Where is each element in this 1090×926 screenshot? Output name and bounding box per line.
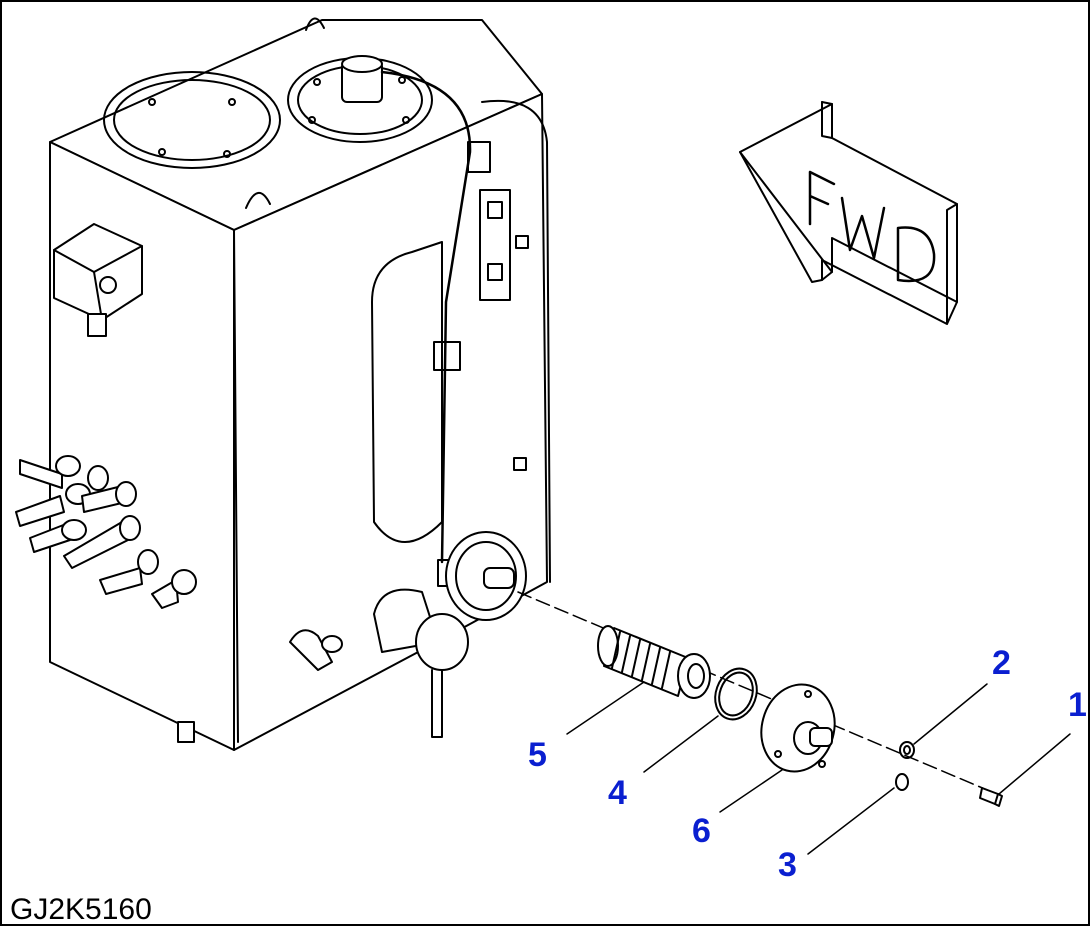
callout-5: 5 <box>528 736 547 774</box>
filter-element <box>597 625 711 699</box>
bolt <box>979 787 1003 807</box>
drawing-code: GJ2K5160 <box>10 893 152 926</box>
suction-pipe <box>415 613 469 671</box>
tank-cover-left <box>103 71 281 169</box>
front-fittings <box>15 455 197 609</box>
lifting-hook <box>305 17 325 31</box>
callout-2: 2 <box>992 644 1011 682</box>
o-ring-small <box>895 773 909 791</box>
o-ring-large <box>714 667 758 721</box>
level-gauge <box>479 189 511 301</box>
leader-lines <box>566 681 1071 855</box>
valve-block <box>53 223 143 321</box>
cover-plate <box>760 683 836 773</box>
callout-6: 6 <box>692 812 711 850</box>
washer <box>899 741 915 759</box>
callout-4: 4 <box>608 774 627 812</box>
hydraulic-tank <box>15 17 551 751</box>
forward-direction-arrow <box>739 101 958 325</box>
callout-3: 3 <box>778 846 797 884</box>
lifting-hook <box>245 192 271 209</box>
callout-1: 1 <box>1068 686 1087 724</box>
assembly-axis <box>517 591 993 793</box>
